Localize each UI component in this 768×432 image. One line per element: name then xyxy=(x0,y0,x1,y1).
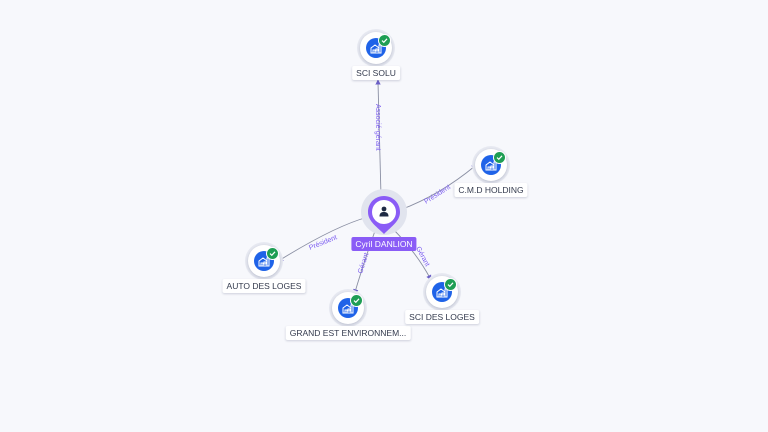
verified-check-icon xyxy=(444,278,457,291)
company-label: SCI DES LOGES xyxy=(405,310,479,324)
edge-label-auto-des-loges: Président xyxy=(308,234,338,252)
company-label: SCI SOLU xyxy=(352,66,400,80)
edge-label-cmd-holding: Président xyxy=(423,184,452,206)
company-label: GRAND EST ENVIRONNEM... xyxy=(285,326,411,340)
company-label: AUTO DES LOGES xyxy=(222,279,306,293)
verified-check-icon xyxy=(266,247,279,260)
verified-check-icon xyxy=(350,294,363,307)
edge-cmd-holding xyxy=(399,164,478,211)
person-label: Cyril DANLION xyxy=(351,237,417,251)
company-label: C.M.D HOLDING xyxy=(454,183,528,197)
verified-check-icon xyxy=(378,34,391,47)
verified-check-icon xyxy=(493,151,506,164)
edge-grand-est xyxy=(353,227,377,295)
edge-label-sci-solu: Associé-gérant xyxy=(374,104,381,151)
edge-label-grand-est: Gérant xyxy=(357,252,370,275)
edge-sci-solu xyxy=(375,79,382,197)
edge-sci-des-loges xyxy=(391,227,432,281)
person-icon xyxy=(379,206,389,217)
